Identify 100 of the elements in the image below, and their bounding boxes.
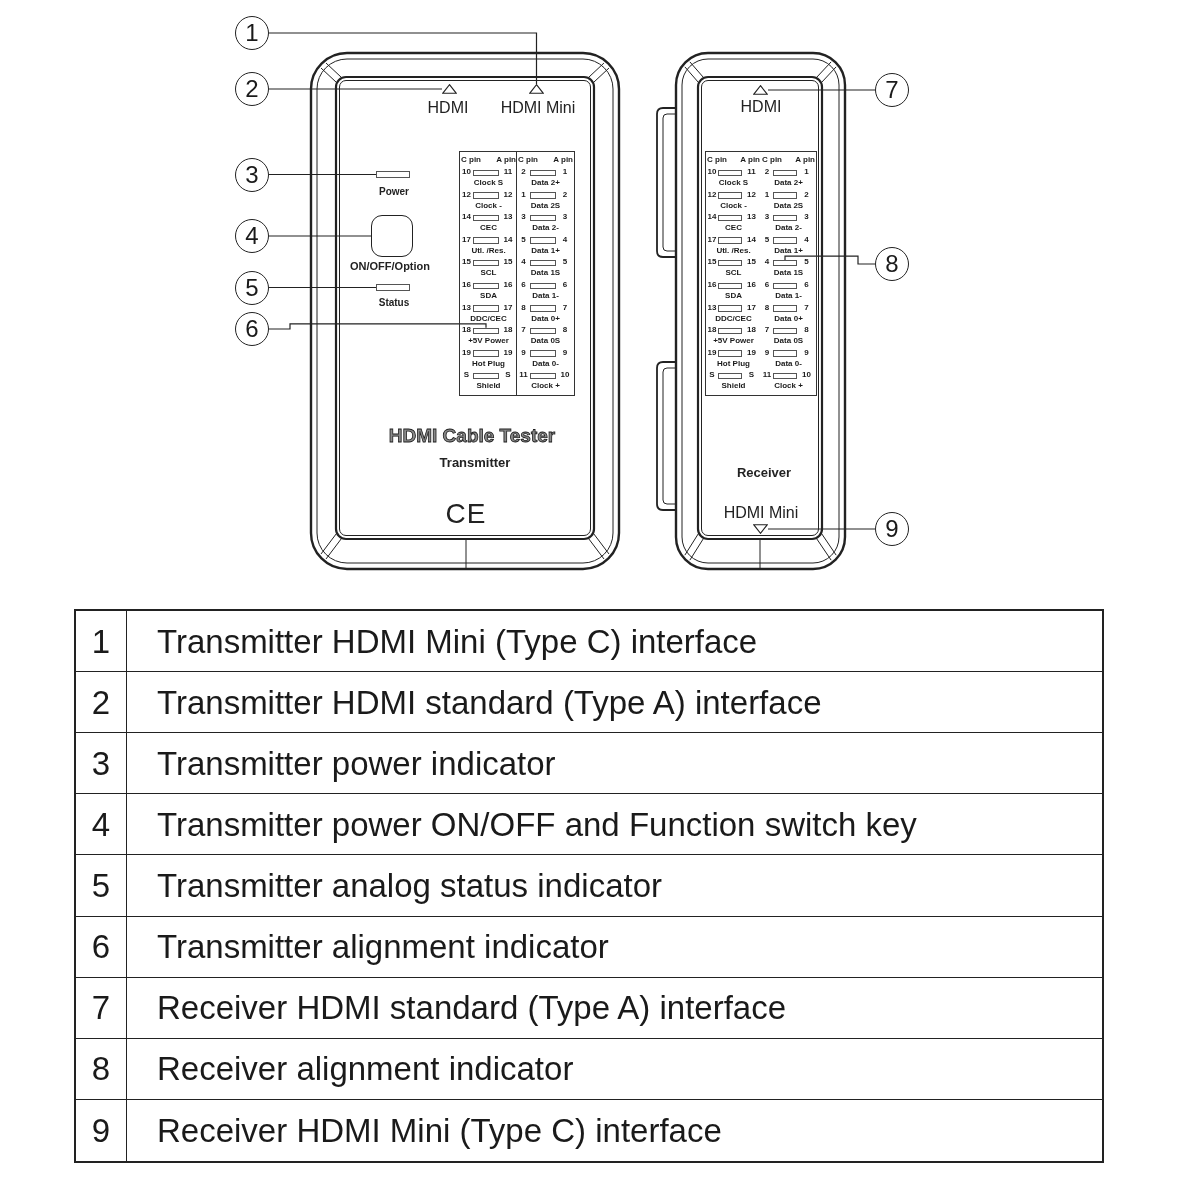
row-number: 2 <box>76 672 127 734</box>
part-description: Receiver alignment indicator <box>127 1038 1102 1100</box>
signal-name: Utl. /Res. <box>715 245 752 255</box>
part-description: Transmitter power indicator <box>127 733 1102 795</box>
leader-line <box>268 32 538 85</box>
pin-number: 13 <box>502 212 514 223</box>
pin-number: 5 <box>803 257 810 268</box>
signal-name: Data 0- <box>774 358 803 368</box>
pin-number: S <box>504 370 512 381</box>
column-header: A pin <box>552 154 573 165</box>
pin-number: 11 <box>761 370 773 381</box>
signal-name: Clock - <box>719 200 748 210</box>
part-description: Transmitter alignment indicator <box>127 916 1102 978</box>
triangle-marker-icon <box>442 84 457 94</box>
signal-name: Data 2- <box>531 223 560 233</box>
led-window-icon <box>773 259 797 267</box>
led-window-icon <box>473 327 499 335</box>
pin-number: 4 <box>561 234 569 245</box>
pin-number: 1 <box>520 189 527 200</box>
column-header: A pin <box>794 154 815 165</box>
row-number: 7 <box>76 977 127 1039</box>
signal-name: +5V Power <box>467 336 510 346</box>
pin-number: 16 <box>502 280 514 290</box>
signal-name: Data 2S <box>772 200 805 210</box>
pin-number: 8 <box>803 325 810 336</box>
callout-number: 1 <box>235 16 269 50</box>
callout-number: 9 <box>875 512 909 546</box>
leader-line <box>767 528 876 530</box>
signal-name: Data 1S <box>529 268 562 278</box>
pin-number: 5 <box>561 257 569 268</box>
pin-number: 9 <box>803 347 810 358</box>
pin-number: 2 <box>763 167 771 177</box>
pin-number: 16 <box>706 280 718 290</box>
row-number: 6 <box>76 916 127 978</box>
pin-number: 10 <box>461 167 472 177</box>
pin-number: 3 <box>803 212 810 223</box>
pin-number: 7 <box>763 325 771 336</box>
pin-number: 14 <box>502 234 514 245</box>
callout-number: 7 <box>875 73 909 107</box>
pin-number: 4 <box>803 234 810 245</box>
pin-number: 12 <box>706 189 718 200</box>
pin-number: 6 <box>520 280 527 290</box>
key-button-icon <box>371 215 413 257</box>
indicator-label: Power <box>378 185 410 199</box>
pin-number: 3 <box>763 212 771 223</box>
pin-number: 10 <box>801 370 812 381</box>
pin-number: 8 <box>520 302 527 313</box>
signal-name: Data 0- <box>531 358 560 368</box>
signal-name: Shield <box>720 381 747 391</box>
pin-number: 13 <box>706 302 718 313</box>
pin-number: 12 <box>461 189 472 200</box>
pin-number: 13 <box>746 212 757 223</box>
pin-number: 2 <box>520 167 527 177</box>
signal-name: Data 1- <box>774 291 803 300</box>
triangle-marker-icon <box>529 84 544 94</box>
pin-number: 6 <box>803 280 810 290</box>
signal-name: SDA <box>479 291 498 300</box>
signal-name: Utl. /Res. <box>470 245 507 255</box>
device-label: Transmitter <box>438 455 512 471</box>
callout-number: 6 <box>235 312 269 346</box>
column-header: C pin <box>707 154 728 165</box>
pin-number: 12 <box>746 189 757 200</box>
indicator-label: Status <box>377 296 411 310</box>
pin-number: 19 <box>746 347 757 358</box>
pin-number: 16 <box>461 280 472 290</box>
pin-number: 3 <box>520 212 527 223</box>
pin-number: 9 <box>763 347 771 358</box>
key-label: ON/OFF/Option <box>348 259 431 273</box>
callout-number: 4 <box>235 219 269 253</box>
leader-line <box>268 235 372 237</box>
ce-mark: CE <box>444 498 488 530</box>
part-description: Receiver HDMI Mini (Type C) interface <box>156 1110 723 1151</box>
signal-name: Clock + <box>530 381 561 391</box>
pin-number: 17 <box>706 234 718 245</box>
signal-name: Data 1S <box>772 268 805 278</box>
pin-number: 9 <box>520 347 527 358</box>
pin-number: 17 <box>502 302 514 313</box>
pin-number: 18 <box>461 325 472 336</box>
leader-line <box>268 88 443 90</box>
pin-number: 12 <box>502 189 514 200</box>
signal-name: Clock S <box>717 178 750 187</box>
leader-line <box>767 89 876 91</box>
pin-number: 15 <box>746 257 757 268</box>
pin-number: S <box>747 370 756 381</box>
pin-number: 19 <box>461 347 472 358</box>
pin-number: 5 <box>520 234 527 245</box>
pin-number: 5 <box>763 234 771 245</box>
signal-name: Data 0+ <box>530 313 561 323</box>
pin-number: 7 <box>561 302 569 313</box>
pin-number: 11 <box>746 167 757 177</box>
signal-name: Clock - <box>474 200 503 210</box>
callout-number: 8 <box>875 247 909 281</box>
leader-line <box>268 323 487 330</box>
column-header: C pin <box>518 154 539 165</box>
column-header: C pin <box>461 154 482 165</box>
signal-name: Clock S <box>472 178 505 187</box>
column-header: C pin <box>762 154 783 165</box>
row-number: 4 <box>76 794 127 856</box>
signal-name: Data 0S <box>529 336 562 346</box>
pin-number: 3 <box>561 212 569 223</box>
